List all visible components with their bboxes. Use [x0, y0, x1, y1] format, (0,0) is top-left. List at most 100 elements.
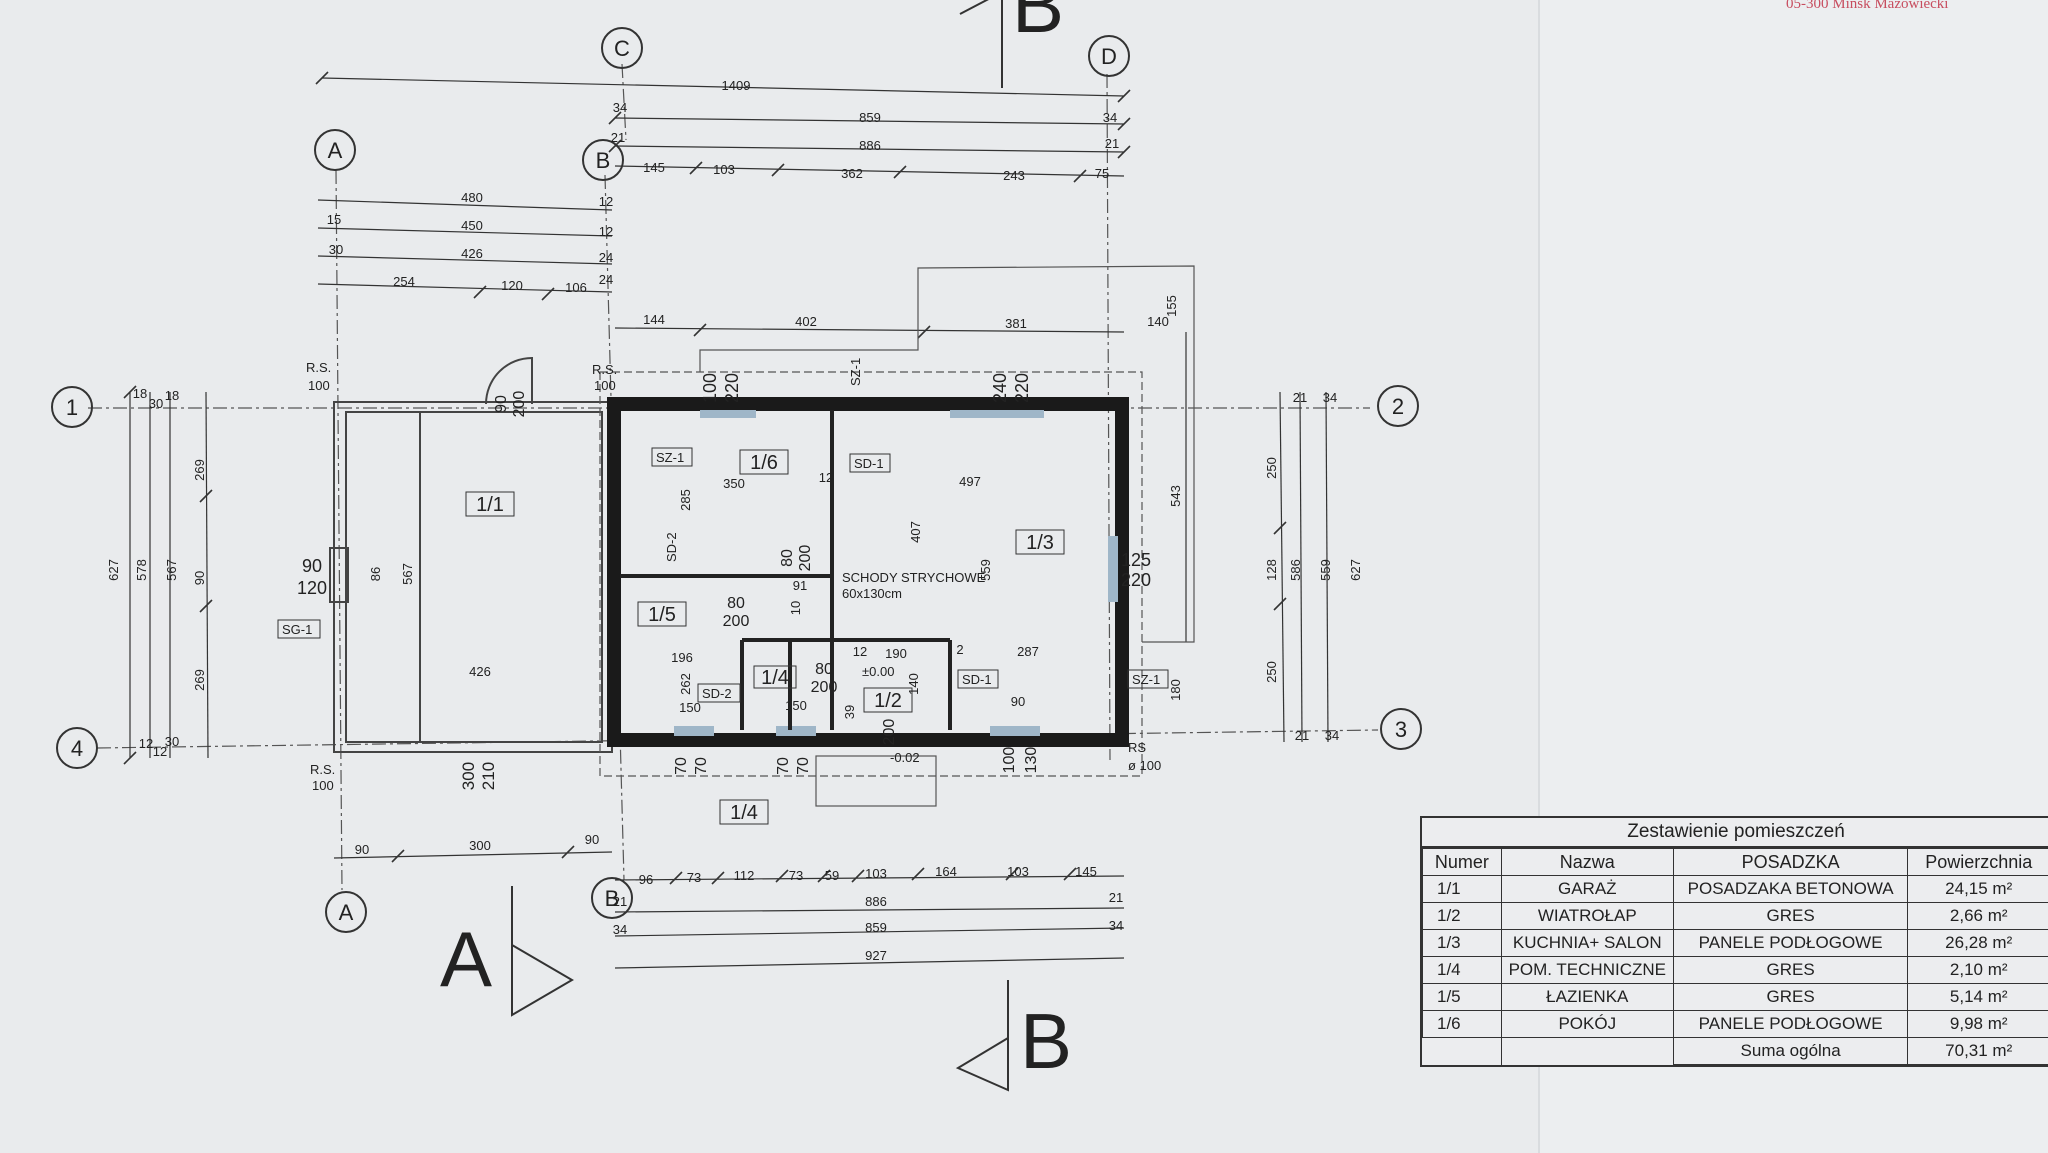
dim-886-top: 886: [859, 138, 881, 153]
open-220c: 220: [1121, 570, 1151, 590]
header-number: Numer: [1422, 848, 1502, 876]
open-300: 300: [459, 762, 478, 790]
total-label: Suma ogólna: [1672, 1037, 1909, 1065]
dim-859-top: 859: [859, 110, 881, 125]
row-name: POM. TECHNICZNE: [1500, 956, 1674, 984]
axis-b-bottom: B: [605, 886, 620, 911]
dim-112: 112: [734, 868, 755, 883]
open-350: 350: [723, 476, 745, 491]
section-marks: A B B: [440, 0, 1072, 1092]
open-220: 220: [722, 373, 742, 403]
dim-559-right: 559: [1318, 559, 1333, 581]
open-200: 200: [511, 391, 528, 418]
rs-value-1: 100: [308, 378, 330, 393]
row-area: 9,98 m²: [1907, 1010, 2048, 1038]
open-220b: 220: [1012, 373, 1032, 403]
section-b-top-label: B: [1012, 0, 1064, 49]
row-number: 1/2: [1422, 902, 1502, 930]
row-name: GARAŻ: [1500, 875, 1674, 903]
axis-labels: A B C D A B 1 4 2 3: [66, 36, 1407, 925]
dim-627-right: 627: [1348, 559, 1363, 581]
schedule-table: Numer Nazwa POSADZKA Powierzchnia 1/1 GA…: [1422, 848, 2048, 1065]
open-100b: 100: [1001, 747, 1018, 774]
row-area: 5,14 m²: [1907, 983, 2048, 1011]
dim-103-b2: 103: [1007, 864, 1029, 879]
open-200d: 200: [881, 719, 898, 746]
row-area: 26,28 m²: [1907, 929, 2048, 957]
row-floor: GRES: [1672, 902, 1909, 930]
left-dimensions: 627 578 567 269 90 269 18 18 30 30 12 12: [106, 386, 207, 759]
rs-value-2: 100: [594, 378, 616, 393]
open-150b: 150: [785, 698, 807, 713]
dim-34-r1: 34: [1323, 390, 1337, 405]
axis-b-top: B: [596, 148, 611, 173]
row-area: 24,15 m²: [1907, 875, 2048, 903]
dim-120: 120: [501, 278, 523, 293]
dim-450: 450: [461, 218, 483, 233]
row-name: KUCHNIA+ SALON: [1500, 929, 1674, 957]
open-100: 100: [700, 373, 720, 403]
dim-128: 128: [1264, 559, 1279, 581]
dim-381: 381: [1005, 316, 1027, 331]
rooms-schedule: Zestawienie pomieszczeń Numer Nazwa POSA…: [1420, 816, 2048, 1067]
room-label-1-1: 1/1: [476, 494, 504, 516]
level-zero: ±0.00: [862, 664, 894, 679]
dim-578: 578: [134, 559, 149, 581]
dim-145: 145: [643, 160, 665, 175]
open-70b: 70: [693, 757, 710, 775]
dim-73-b: 73: [789, 868, 803, 883]
dim-73-a: 73: [687, 870, 701, 885]
dim-96: 96: [639, 872, 653, 887]
notes: SCHODY STRYCHOWE 60x130cm ±0.00 -0.02 R.…: [306, 360, 1161, 793]
room-label-1-4: 1/4: [761, 667, 789, 689]
tag-sz1-c: SZ-1: [848, 358, 863, 386]
table-row: 1/6 POKÓJ PANELE PODŁOGOWE 9,98 m²: [1422, 1010, 2048, 1038]
dim-24-a: 24: [599, 250, 613, 265]
dim-90-b2: 90: [585, 832, 599, 847]
dim-250-top: 250: [1264, 457, 1279, 479]
dim-21-b1: 21: [613, 894, 627, 909]
dim-164: 164: [935, 864, 957, 879]
row-floor: GRES: [1672, 956, 1909, 984]
open-200b: 200: [723, 613, 750, 630]
table-row: 1/2 WIATROŁAP GRES 2,66 m²: [1422, 902, 2048, 930]
row-number: 1/6: [1422, 1010, 1502, 1038]
room-label-1-6: 1/6: [750, 452, 778, 474]
tag-sd2-a: SD-2: [702, 686, 732, 701]
dim-567-left: 567: [164, 559, 179, 581]
open-287: 287: [1017, 644, 1039, 659]
open-180: 180: [1168, 679, 1183, 701]
dim-34-b2: 34: [1109, 918, 1123, 933]
rs-label-2: R.S.: [592, 362, 617, 377]
open-559: 559: [978, 559, 993, 581]
open-240: 240: [990, 373, 1010, 403]
dim-480: 480: [461, 190, 483, 205]
open-196: 196: [671, 650, 693, 665]
dim-300-b: 300: [469, 838, 491, 853]
section-a-label: A: [440, 915, 492, 1003]
dim-927: 927: [865, 948, 887, 963]
open-91: 91: [793, 578, 807, 593]
dim-426-top: 426: [461, 246, 483, 261]
open-567: 567: [400, 563, 415, 585]
row-number: 1/5: [1422, 983, 1502, 1011]
dim-59: 59: [825, 868, 839, 883]
outer-annex: [599, 265, 1195, 807]
dim-144: 144: [643, 312, 665, 327]
tag-sz1-b: SZ-1: [1132, 672, 1160, 687]
dim-254: 254: [393, 274, 415, 289]
header-area: Powierzchnia: [1907, 848, 2048, 876]
tag-sd1-a: SD-1: [854, 456, 884, 471]
opening-dimensions: 90 200 100 220 240 220 90 120 86 567 426…: [297, 373, 1183, 790]
dimension-ticks: [123, 71, 1287, 885]
total-row: Suma ogólna 70,31 m²: [1422, 1037, 2048, 1065]
section-b-bottom-label: B: [1020, 997, 1072, 1085]
dim-21-r1: 21: [1293, 390, 1307, 405]
axis-d-top: D: [1101, 44, 1117, 69]
row-name: WIATROŁAP: [1500, 902, 1674, 930]
open-80a: 80: [779, 549, 796, 567]
dim-12b: 12: [599, 194, 613, 209]
axis-a-bottom: A: [339, 900, 354, 925]
